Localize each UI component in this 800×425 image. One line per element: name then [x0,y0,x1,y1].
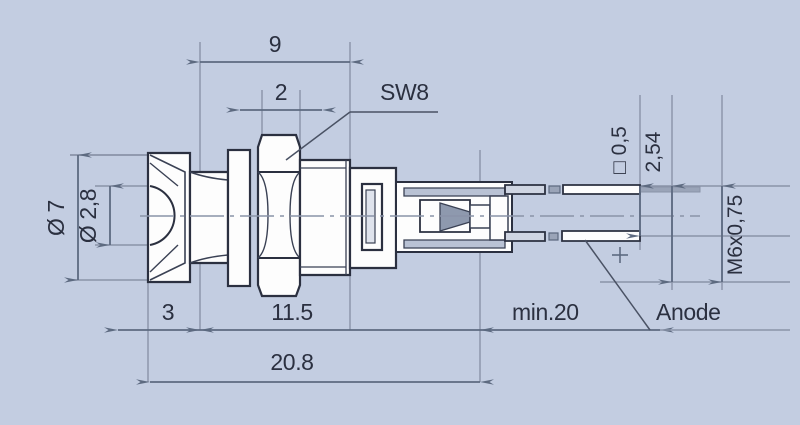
leader-line-anode [584,239,651,331]
internal-contact-assembly [395,181,513,253]
hex-nut [256,133,302,298]
component-body [140,133,701,298]
collar [188,170,230,265]
dimension-label-2: 2 [275,79,287,105]
dimension-label-11-5: 11.5 [271,299,312,325]
dimension-label-20-8: 20.8 [270,349,313,375]
dimension-label-thread: M6x0,75 [724,195,747,276]
lead-wire-bottom [504,230,641,242]
dimension-label-min20: min.20 [512,299,579,325]
threaded-barrel [298,158,352,277]
led-lens-head [146,151,192,284]
dimension-label-lead-pitch: 2,54 [642,131,665,172]
dimension-label-3: 3 [162,299,174,325]
flange-washer [226,148,252,288]
polarity-plus-marker [612,247,628,263]
leader-line-sw8 [285,111,438,161]
label-anode: Anode [656,299,721,325]
label-sw8: SW8 [380,79,429,105]
rear-housing [348,166,398,270]
dimension-label-outer-diameter: Ø 7 [43,200,69,236]
lead-wire-top [504,184,701,195]
dimension-label-inner-diameter: Ø 2,8 [75,189,101,243]
dimension-label-9: 9 [269,31,281,57]
dimension-label-lead-square: □ 0,5 [608,126,631,174]
lead-wires [504,184,701,242]
